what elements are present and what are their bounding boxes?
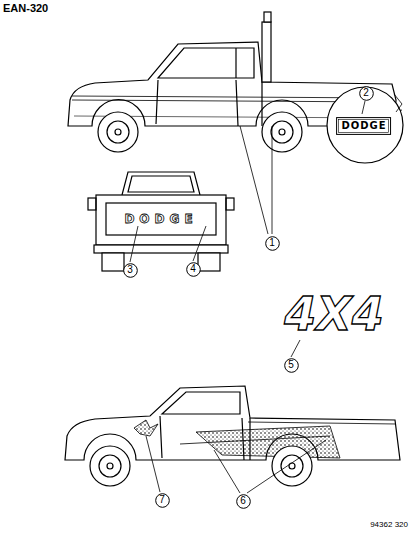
callout-text: 2 xyxy=(363,88,369,98)
callout-text: 6 xyxy=(240,496,246,506)
callout-text: 3 xyxy=(127,265,133,275)
callout-number: 2 xyxy=(359,86,374,101)
callout-number: 7 xyxy=(155,493,170,508)
tailgate-lettering: DODGE xyxy=(124,213,197,225)
page-code: EAN-320 xyxy=(3,3,48,14)
callout-number: 4 xyxy=(186,262,201,277)
emblem-lettering: 4X4 xyxy=(284,291,383,337)
callout-text: 1 xyxy=(269,238,275,248)
callout-text: 4 xyxy=(190,264,196,274)
callout-number: 6 xyxy=(236,494,251,509)
callout-number: 5 xyxy=(284,358,299,373)
callout-number: 3 xyxy=(123,263,138,278)
callout-text: 7 xyxy=(159,495,165,505)
figure-number: 94362 320 xyxy=(370,521,408,529)
badge-text: DODGE xyxy=(341,121,386,131)
badge-plate: DODGE xyxy=(336,117,391,135)
callout-number: 1 xyxy=(265,236,280,251)
callout-text: 5 xyxy=(288,360,294,370)
